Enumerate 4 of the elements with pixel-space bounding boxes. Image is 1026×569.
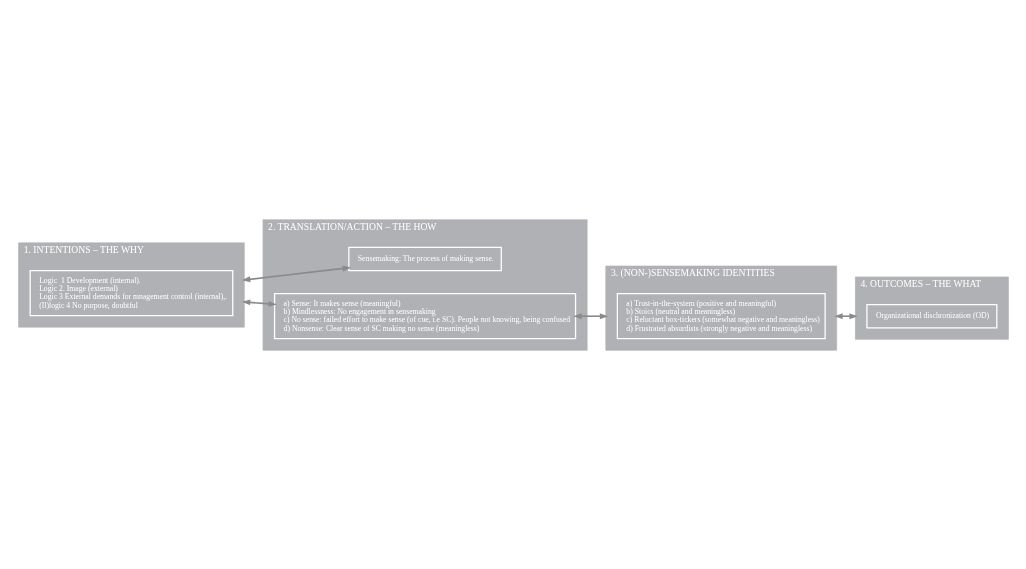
arrow [241, 298, 277, 307]
arrow [833, 312, 858, 319]
arrow [572, 312, 608, 319]
arrow [241, 265, 351, 282]
